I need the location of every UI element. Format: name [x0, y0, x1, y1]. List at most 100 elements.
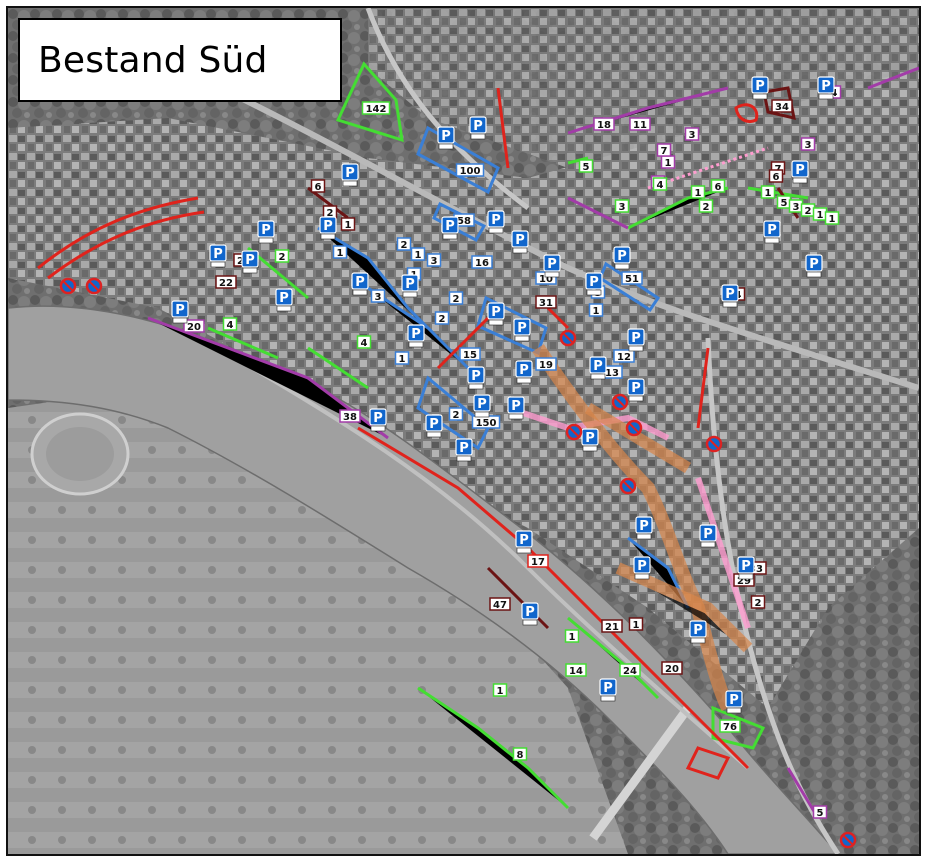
- parking-sign-icon[interactable]: P: [599, 678, 617, 702]
- parking-sign-icon[interactable]: P: [521, 602, 539, 626]
- time-limited-segment[interactable]: [567, 196, 629, 230]
- parking-sign-icon[interactable]: P: [351, 272, 369, 296]
- parking-sign-icon[interactable]: P: [467, 366, 485, 390]
- parking-sign-icon[interactable]: P: [737, 556, 755, 580]
- private-parking-segment[interactable]: [307, 186, 349, 220]
- count-label: 3: [426, 253, 442, 267]
- pedestrian-zone[interactable]: [615, 562, 753, 653]
- no-parking-segment[interactable]: [546, 306, 570, 330]
- count-label: 1: [690, 185, 706, 199]
- parking-sign-icon[interactable]: P: [455, 438, 473, 462]
- count-label: 2: [448, 291, 464, 305]
- parking-sign-icon[interactable]: P: [511, 230, 529, 254]
- parking-sign-icon[interactable]: P: [275, 288, 293, 312]
- svg-text:1: 1: [633, 620, 640, 631]
- parking-sign-icon[interactable]: P: [791, 160, 809, 184]
- free-parking-segment[interactable]: [307, 346, 369, 390]
- pedestrian-zone[interactable]: [584, 402, 692, 474]
- parking-sign-icon[interactable]: P: [257, 220, 275, 244]
- svg-text:1: 1: [665, 158, 672, 169]
- parking-sign-icon[interactable]: P: [441, 216, 459, 240]
- parking-sign-icon[interactable]: P: [805, 254, 823, 278]
- count-label: 5: [776, 195, 792, 209]
- parking-sign-icon[interactable]: P: [171, 300, 189, 324]
- parking-sign-icon[interactable]: P: [513, 318, 531, 342]
- parking-sign-icon[interactable]: P: [515, 360, 533, 384]
- parking-sign-icon[interactable]: P: [635, 516, 653, 540]
- no-parking-sign-icon[interactable]: [705, 435, 723, 453]
- parking-sign-icon[interactable]: P: [589, 356, 607, 380]
- pedestrian-zone[interactable]: [532, 344, 735, 712]
- free-parking-segment[interactable]: [747, 186, 809, 200]
- parking-sign-icon[interactable]: P: [699, 524, 717, 548]
- no-parking-segment[interactable]: [696, 347, 710, 429]
- no-parking-sign-icon[interactable]: [559, 329, 577, 347]
- no-parking-segment[interactable]: [496, 87, 510, 169]
- parking-sign-icon[interactable]: P: [319, 216, 337, 240]
- parking-sign-icon[interactable]: P: [487, 302, 505, 326]
- parking-sign-icon[interactable]: P: [341, 163, 359, 187]
- count-label: 3: [370, 289, 386, 303]
- no-parking-sign-icon[interactable]: [85, 277, 103, 295]
- parking-sign-icon[interactable]: P: [487, 210, 505, 234]
- time-limited-segment[interactable]: [147, 316, 389, 440]
- parking-sign-letter: P: [441, 129, 451, 144]
- parking-sign-icon[interactable]: P: [515, 530, 533, 554]
- parking-sign-icon[interactable]: P: [763, 220, 781, 244]
- no-parking-sign-icon[interactable]: [619, 477, 637, 495]
- no-parking-segment[interactable]: [436, 316, 490, 370]
- parking-sign-icon[interactable]: P: [437, 126, 455, 150]
- parking-sign-letter: P: [725, 287, 735, 302]
- parking-sign-icon[interactable]: P: [817, 76, 835, 100]
- paid-parking-area[interactable]: [416, 125, 500, 195]
- parking-sign-letter: P: [593, 359, 603, 374]
- no-parking-sign-icon[interactable]: [611, 393, 629, 411]
- parking-sign-icon[interactable]: P: [725, 690, 743, 714]
- parking-sign-icon[interactable]: P: [751, 76, 769, 100]
- parking-sign-icon[interactable]: P: [241, 250, 259, 274]
- count-label: 22: [215, 275, 237, 289]
- parking-sign-icon[interactable]: P: [543, 254, 561, 278]
- parking-sign-icon[interactable]: P: [627, 328, 645, 352]
- resident-parking-segment[interactable]: [695, 477, 751, 629]
- private-parking-area[interactable]: [762, 86, 796, 120]
- parking-sign-icon[interactable]: P: [721, 284, 739, 308]
- parking-sign-icon[interactable]: P: [209, 244, 227, 268]
- parking-sign-icon[interactable]: P: [425, 414, 443, 438]
- free-parking-area[interactable]: [335, 61, 404, 143]
- parking-sign-icon[interactable]: P: [633, 556, 651, 580]
- time-limited-segment[interactable]: [867, 66, 919, 90]
- parking-sign-icon[interactable]: P: [507, 396, 525, 420]
- count-label: 15: [459, 347, 481, 361]
- no-parking-sign-icon[interactable]: [625, 419, 643, 437]
- parking-sign-icon[interactable]: P: [613, 246, 631, 270]
- parking-sign-icon[interactable]: P: [473, 394, 491, 418]
- parking-sign-icon[interactable]: P: [627, 378, 645, 402]
- parking-sign-icon[interactable]: P: [401, 274, 419, 298]
- no-parking-sign-icon[interactable]: [565, 423, 583, 441]
- no-parking-segment[interactable]: [357, 426, 750, 770]
- svg-text:1: 1: [695, 188, 702, 199]
- no-parking-area[interactable]: [734, 103, 759, 123]
- parking-sign-icon[interactable]: P: [585, 272, 603, 296]
- svg-text:76: 76: [723, 722, 737, 733]
- no-parking-sign-icon[interactable]: [839, 831, 857, 849]
- parking-sign-icon[interactable]: P: [469, 116, 487, 140]
- parking-sign-icon[interactable]: P: [369, 408, 387, 432]
- no-parking-area[interactable]: [685, 746, 731, 780]
- parking-sign-icon[interactable]: P: [407, 324, 425, 348]
- free-parking-segment[interactable]: [417, 686, 570, 810]
- paid-parking-area[interactable]: [416, 375, 490, 451]
- free-parking-segment[interactable]: [567, 156, 589, 165]
- count-label: 6: [310, 179, 326, 193]
- parking-sign-icon[interactable]: P: [581, 428, 599, 452]
- count-label: 1: [332, 245, 348, 259]
- no-parking-sign-icon[interactable]: [59, 277, 77, 295]
- aerial-map[interactable]: 1421005851347615038202224161031151947172…: [8, 8, 919, 854]
- free-parking-segment[interactable]: [207, 326, 279, 360]
- count-label: 1: [660, 155, 676, 169]
- parking-sign-icon[interactable]: P: [689, 620, 707, 644]
- no-parking-segment[interactable]: [47, 210, 205, 280]
- free-parking-area[interactable]: [711, 705, 766, 750]
- no-parking-segment[interactable]: [37, 196, 199, 270]
